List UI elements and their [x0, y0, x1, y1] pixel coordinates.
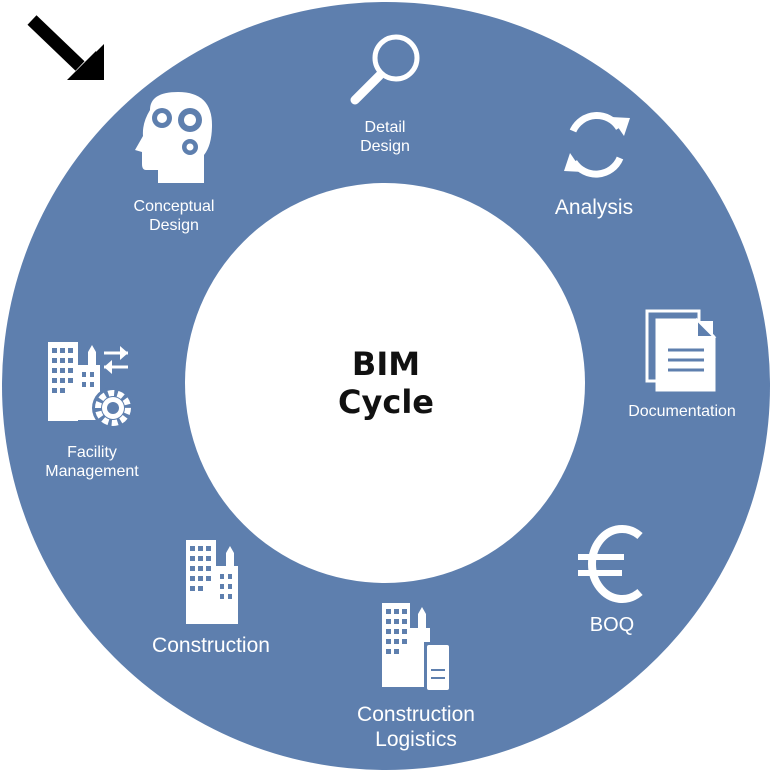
stage-facility-management-line2: Management — [45, 463, 139, 481]
stage-construction-line1: Construction — [152, 634, 270, 657]
center-title-line1: BIM — [351, 345, 421, 383]
center-title: BIM Cycle — [286, 345, 486, 421]
stage-conceptual-design: Conceptual Design — [104, 197, 244, 235]
stage-analysis-line1: Analysis — [554, 196, 634, 219]
stage-documentation: Documentation — [612, 402, 752, 421]
building-icon — [186, 540, 238, 624]
documents-icon — [645, 309, 717, 392]
cycle-arrows-icon — [564, 112, 630, 178]
stage-detail-design: Detail Design — [325, 118, 445, 156]
center-disc — [185, 183, 585, 583]
center-title-line2: Cycle — [338, 383, 434, 421]
magnifier-icon — [350, 34, 420, 105]
brain-gears-icon — [135, 92, 212, 183]
stage-construction-logistics-line1: Construction — [357, 703, 475, 726]
stage-conceptual-design-line1: Conceptual — [133, 198, 215, 215]
stage-conceptual-design-line2: Design — [149, 217, 199, 235]
stage-construction-logistics-line2: Logistics — [375, 728, 457, 751]
stage-construction-logistics: Construction Logistics — [326, 702, 506, 752]
stage-detail-design-line2: Design — [360, 138, 410, 156]
arrow-pointer-icon — [27, 15, 104, 80]
stage-construction: Construction — [131, 633, 291, 658]
building-gear-icon — [48, 342, 134, 429]
euro-icon — [578, 525, 643, 603]
stage-detail-design-line1: Detail — [364, 119, 406, 136]
stage-boq-line1: BOQ — [589, 614, 635, 636]
stage-boq: BOQ — [562, 613, 662, 637]
stage-facility-management: Facility Management — [22, 443, 162, 481]
stage-documentation-line1: Documentation — [628, 403, 736, 420]
stage-analysis: Analysis — [524, 195, 664, 220]
stage-facility-management-line1: Facility — [67, 444, 117, 461]
building-logistics-icon — [382, 603, 452, 692]
